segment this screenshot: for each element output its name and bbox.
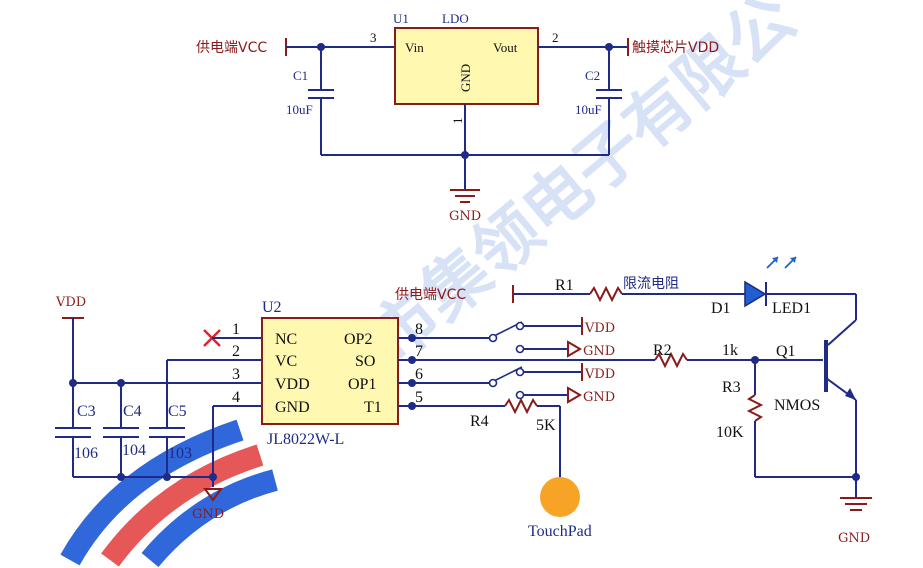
cap-c4: C4 104 <box>103 403 146 459</box>
r1-ref: R1 <box>555 277 574 294</box>
touch-chip <box>261 317 399 425</box>
switch3-net-label: VDD <box>584 367 615 382</box>
ldo-chip <box>394 27 539 105</box>
q1-arrow-icon <box>845 388 856 400</box>
u2-pin-vc: VC <box>275 353 297 370</box>
switch2-net-label: GND <box>583 344 615 359</box>
r2-ref: R2 <box>653 342 672 359</box>
r2-value: 1k <box>722 342 738 359</box>
r3-value: 10K <box>716 424 744 441</box>
u2-pin-op1: OP1 <box>348 376 376 393</box>
r1-note: 限流电阻 <box>623 276 679 292</box>
r1-resistor <box>589 285 623 303</box>
ldo-pin1-num: 1 <box>450 118 465 125</box>
u2-pin-op2: OP2 <box>344 331 372 348</box>
u2-pin3-num: 3 <box>232 366 240 383</box>
vdd-rail-label: VDD <box>55 295 86 310</box>
led-driver-section: 供电端VCC R1 限流电阻 D1 LED1 R2 1k R3 10K <box>395 256 872 546</box>
led-supply-label: 供电端VCC <box>395 287 466 303</box>
ldo-pin3-num: 3 <box>370 30 377 45</box>
u2-pin7-num: 7 <box>415 343 423 360</box>
u2-pin-t1: T1 <box>364 399 382 416</box>
r4-value: 5K <box>536 417 556 434</box>
u2-pin-nc: NC <box>275 331 297 348</box>
cap-c5: C5 103 <box>149 403 192 462</box>
u2-pin2-num: 2 <box>232 343 240 360</box>
r4-ref: R4 <box>470 413 489 430</box>
q1-type: NMOS <box>774 397 820 414</box>
cap-c3-ref: C3 <box>77 403 96 420</box>
u2-pin8-num: 8 <box>415 321 423 338</box>
u2-pin-gnd: GND <box>275 399 310 416</box>
ldo-name: LDO <box>442 11 469 26</box>
ldo-pin2-num: 2 <box>552 30 559 45</box>
cap-c5-ref: C5 <box>168 403 187 420</box>
u2-pin-so: SO <box>355 353 375 370</box>
u2-pin6-num: 6 <box>415 366 423 383</box>
option-switch-op2-gnd: GND <box>515 340 615 359</box>
cap-c5-value: 103 <box>168 445 192 462</box>
option-switch-op1-gnd: GND <box>515 386 615 405</box>
u2-gnd-label: GND <box>192 507 224 522</box>
q1-ref: Q1 <box>776 343 796 360</box>
r4-resistor <box>504 397 538 415</box>
cap-c3: C3 106 <box>55 403 98 462</box>
cap-c4-value: 104 <box>122 442 146 459</box>
touchpad-label: TouchPad <box>528 523 592 540</box>
ldo-pin-vin: Vin <box>405 40 424 55</box>
ldo-pin-gnd: GND <box>458 64 473 92</box>
r3-resistor <box>746 394 764 422</box>
r2-resistor <box>654 351 688 369</box>
option-switch-op2-vdd: VDD <box>488 317 615 343</box>
u2-pin4-num: 4 <box>232 389 240 406</box>
u2-pin-vdd: VDD <box>275 376 310 393</box>
c1-ref: C1 <box>293 68 308 83</box>
ldo-pin-vout: Vout <box>493 40 518 55</box>
ldo-designator: U1 <box>393 11 409 26</box>
ldo-section: 供电端VCC C1 10uF U1 LDO Vin Vout GND 3 2 1… <box>196 11 719 224</box>
touchpad-electrode <box>540 477 580 517</box>
led1-ref: LED1 <box>772 300 811 317</box>
u2-pin5-num: 5 <box>415 389 423 406</box>
switch4-net-label: GND <box>583 390 615 405</box>
cap-c4-ref: C4 <box>123 403 142 420</box>
c2-ref: C2 <box>585 68 600 83</box>
c2-value: 10uF <box>575 102 602 117</box>
u2-designator: U2 <box>262 299 282 316</box>
watermark-logo <box>60 419 278 568</box>
option-switch-op1-vdd: VDD <box>488 363 615 388</box>
led1-diode <box>744 280 767 308</box>
switch1-net-label: VDD <box>584 321 615 336</box>
ldo-gnd-label: GND <box>449 209 481 224</box>
u2-pin1-num: 1 <box>232 321 240 338</box>
c1-value: 10uF <box>286 102 313 117</box>
u2-part-number: JL8022W-L <box>267 431 344 448</box>
cap-c3-value: 106 <box>74 445 98 462</box>
r3-ref: R3 <box>722 379 741 396</box>
d1-ref: D1 <box>711 300 731 317</box>
touch-chip-section: VDD C3 106 C4 104 C5 103 <box>55 295 655 540</box>
driver-gnd-label: GND <box>838 531 870 546</box>
led-emission-icon <box>766 256 797 269</box>
ldo-input-net-label: 供电端VCC <box>196 40 267 56</box>
ldo-output-net-label: 触摸芯片VDD <box>632 40 719 56</box>
